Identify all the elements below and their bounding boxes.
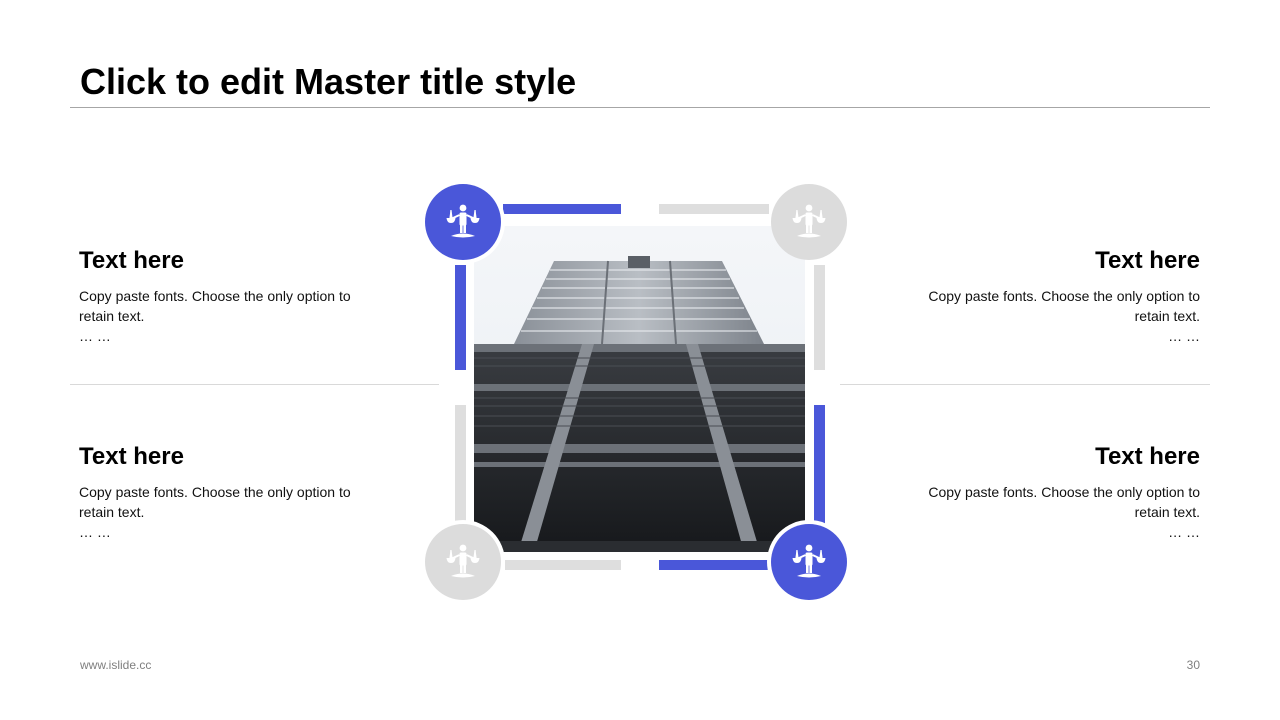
node-top-right[interactable] — [771, 184, 847, 260]
block-ellipsis: … … — [1168, 524, 1200, 540]
block-ellipsis: … … — [79, 328, 111, 344]
block-body: Copy paste fonts. Choose the only option… — [928, 484, 1200, 520]
footer-url[interactable]: www.islide.cc — [80, 658, 152, 672]
building-photo — [474, 226, 805, 552]
block-ellipsis: … … — [1168, 328, 1200, 344]
frame-bar-bottom-right — [659, 560, 769, 570]
block-heading: Text here — [79, 443, 184, 470]
justice-scales-icon — [789, 542, 829, 582]
title-underline — [70, 107, 1210, 108]
block-heading: Text here — [79, 247, 184, 274]
block-body: Copy paste fonts. Choose the only option… — [928, 288, 1200, 324]
frame-bar-left-upper — [455, 265, 466, 370]
frame-bar-left-lower — [455, 405, 466, 525]
justice-scales-icon — [789, 202, 829, 242]
frame-bar-top-left — [503, 204, 621, 214]
block-ellipsis: … … — [79, 524, 111, 540]
node-top-left[interactable] — [425, 184, 501, 260]
text-block-bottom-right[interactable]: Text here Copy paste fonts. Choose the o… — [900, 442, 1200, 542]
frame-bar-top-right — [659, 204, 769, 214]
text-block-top-right[interactable]: Text here Copy paste fonts. Choose the o… — [900, 246, 1200, 346]
justice-scales-icon — [443, 542, 483, 582]
text-block-top-left[interactable]: Text here Copy paste fonts. Choose the o… — [79, 246, 379, 346]
block-heading: Text here — [1095, 443, 1200, 470]
frame-bar-right-upper — [814, 265, 825, 370]
block-heading: Text here — [1095, 247, 1200, 274]
slide-title[interactable]: Click to edit Master title style — [80, 61, 577, 102]
separator-right — [840, 384, 1210, 385]
separator-left — [70, 384, 439, 385]
frame-bar-right-lower — [814, 405, 825, 525]
block-body: Copy paste fonts. Choose the only option… — [79, 288, 351, 324]
frame-bar-bottom-left — [505, 560, 621, 570]
justice-scales-icon — [443, 202, 483, 242]
text-block-bottom-left[interactable]: Text here Copy paste fonts. Choose the o… — [79, 442, 379, 542]
node-bottom-right[interactable] — [771, 524, 847, 600]
block-body: Copy paste fonts. Choose the only option… — [79, 484, 351, 520]
node-bottom-left[interactable] — [425, 524, 501, 600]
page-number: 30 — [1186, 658, 1200, 672]
